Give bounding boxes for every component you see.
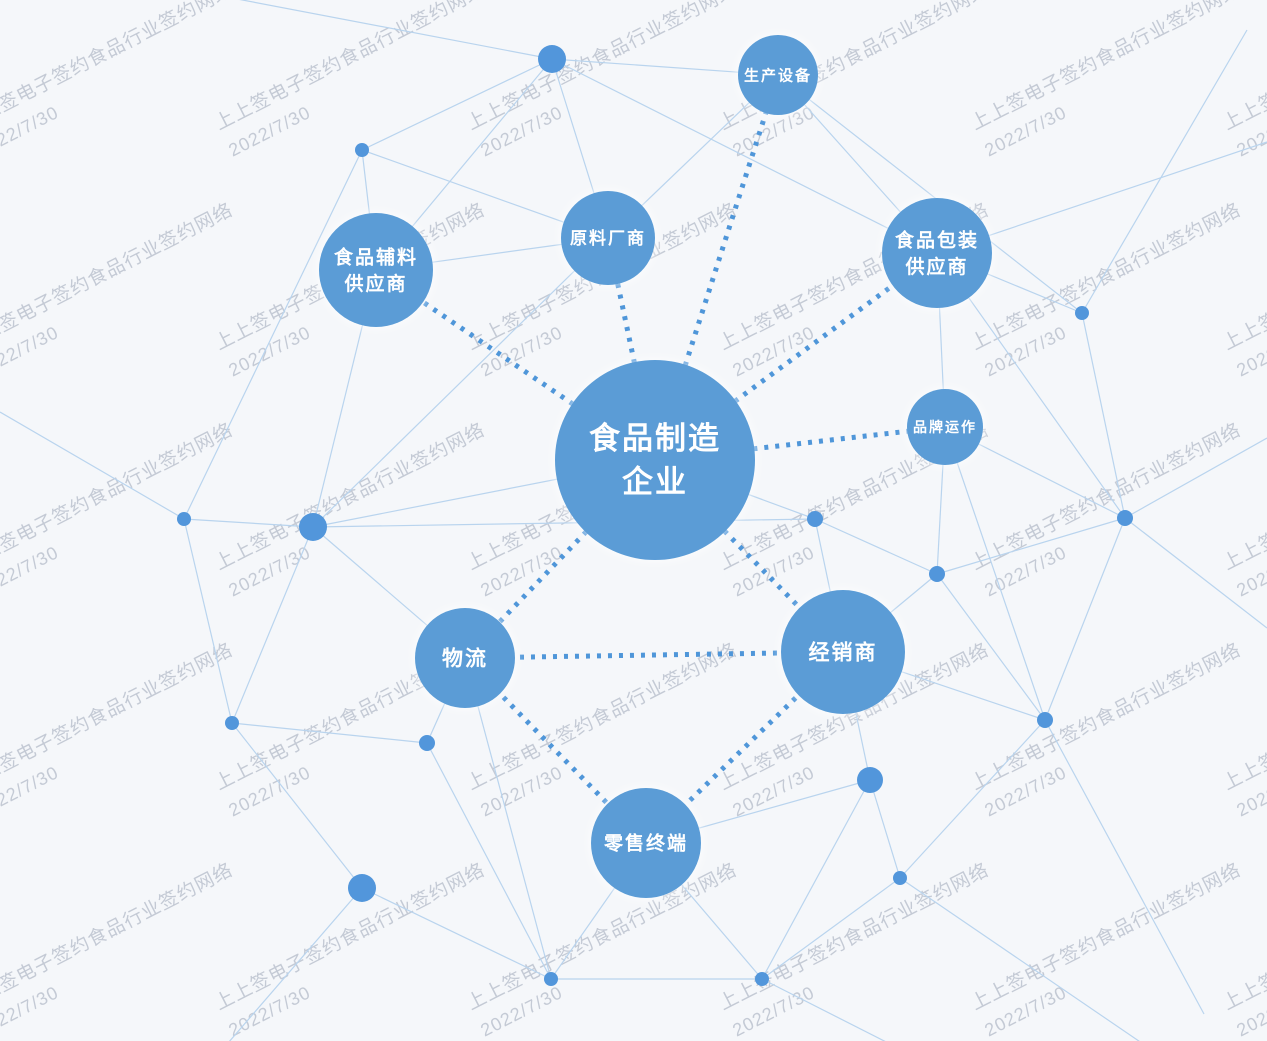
node-label-food-ingredient-supplier: 食品辅料供应商	[334, 245, 418, 295]
mesh-line	[551, 58, 938, 254]
network-dot	[807, 511, 823, 527]
node-label-line: 供应商	[343, 272, 407, 295]
node-label-line: 企业	[622, 465, 688, 500]
dotted-connection	[464, 649, 844, 661]
node-label-line: 零售终端	[603, 832, 688, 855]
network-dot	[299, 513, 327, 541]
mesh-line	[228, 887, 363, 1041]
node-logistics: 物流	[415, 608, 515, 708]
node-circle-production-equipment	[738, 35, 818, 115]
mesh-line	[231, 526, 314, 724]
node-label-food-packaging-supplier: 食品包装供应商	[895, 228, 979, 278]
mesh-line	[1124, 437, 1267, 519]
mesh-line	[312, 518, 816, 528]
mesh-line	[1044, 517, 1126, 721]
mesh-line	[231, 722, 428, 744]
network-dot	[1037, 712, 1053, 728]
mesh-line	[231, 722, 363, 889]
node-label-line: 原料厂商	[570, 228, 646, 248]
mesh-line	[814, 518, 938, 575]
mesh-line	[936, 141, 1267, 254]
node-label-production-equipment: 生产设备	[744, 66, 812, 84]
node-label-food-manufacturer: 食品制造企业	[589, 421, 721, 499]
node-circle-food-packaging-supplier	[882, 198, 992, 308]
node-label-line: 食品辅料	[334, 245, 418, 268]
node-label-line: 生产设备	[744, 66, 812, 84]
node-circle-logistics	[415, 608, 515, 708]
node-label-line: 经销商	[809, 640, 878, 664]
network-dot	[857, 767, 883, 793]
network-dot	[1075, 306, 1089, 320]
node-circle-retail-terminal	[591, 788, 701, 898]
mesh-line	[361, 887, 552, 980]
mesh-line	[1081, 312, 1126, 519]
node-circle-brand-operation	[907, 389, 983, 465]
network-dot	[348, 874, 376, 902]
mesh-line	[761, 978, 886, 1041]
network-dot	[893, 871, 907, 885]
mesh-line	[1044, 719, 1205, 1015]
node-label-raw-material-maker: 原料厂商	[570, 228, 646, 248]
node-brand-operation: 品牌运作	[907, 389, 983, 465]
mesh-line	[1124, 517, 1267, 629]
node-food-ingredient-supplier: 食品辅料供应商	[319, 213, 433, 327]
network-dot	[225, 716, 239, 730]
mesh-line	[936, 573, 1046, 721]
network-dot	[1117, 510, 1133, 526]
mesh-line	[464, 657, 552, 980]
node-circle-food-manufacturer	[555, 360, 755, 560]
node-production-equipment: 生产设备	[738, 35, 818, 115]
mesh-line	[361, 58, 553, 151]
node-label-line: 食品包装	[895, 228, 979, 251]
node-label-line: 供应商	[904, 255, 968, 278]
mesh-line	[869, 779, 901, 879]
network-dot	[355, 143, 369, 157]
mesh-line	[183, 518, 233, 724]
mesh-line	[761, 779, 871, 980]
mesh-line	[944, 426, 1046, 721]
node-circle-raw-material-maker	[561, 191, 655, 285]
mesh-line	[899, 877, 1140, 1041]
node-label-distributor: 经销商	[809, 640, 878, 664]
mesh-line	[777, 74, 1083, 314]
network-dot	[419, 735, 435, 751]
network-dot	[755, 972, 769, 986]
network-dot	[929, 566, 945, 582]
node-food-packaging-supplier: 食品包装供应商	[882, 198, 992, 308]
node-label-retail-terminal: 零售终端	[603, 832, 688, 855]
network-dot	[538, 45, 566, 73]
network-dot	[177, 512, 191, 526]
node-food-manufacturer: 食品制造企业	[555, 360, 755, 560]
node-label-line: 食品制造	[589, 421, 721, 456]
node-label-line: 品牌运作	[913, 419, 977, 435]
mesh-line	[183, 518, 314, 528]
node-circle-food-ingredient-supplier	[319, 213, 433, 327]
node-label-brand-operation: 品牌运作	[913, 419, 977, 435]
mesh-line	[1081, 29, 1248, 314]
node-raw-material-maker: 原料厂商	[561, 191, 655, 285]
mesh-line	[426, 742, 552, 980]
node-retail-terminal: 零售终端	[591, 788, 701, 898]
node-label-line: 物流	[442, 646, 488, 670]
mesh-line	[312, 237, 609, 528]
mesh-line	[761, 877, 901, 980]
node-label-logistics: 物流	[442, 646, 488, 670]
network-dot	[544, 972, 558, 986]
mesh-line	[936, 517, 1126, 575]
dotted-connection	[654, 424, 946, 463]
node-distributor: 经销商	[781, 590, 905, 714]
mesh-line	[0, 411, 185, 520]
mesh-line	[239, 0, 553, 60]
mesh-line	[899, 719, 1046, 879]
node-circle-distributor	[781, 590, 905, 714]
mesh-line	[183, 149, 363, 520]
